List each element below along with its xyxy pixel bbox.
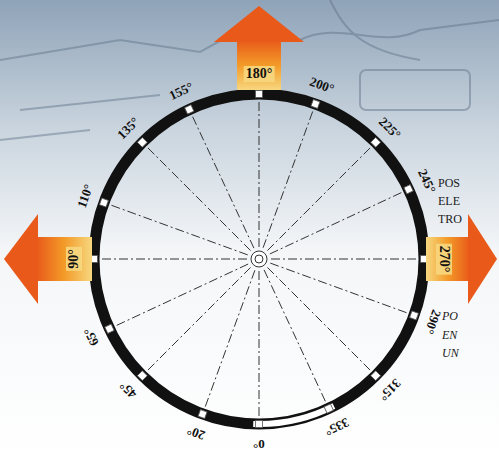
radial-line	[259, 102, 260, 247]
background-text: EN	[442, 329, 457, 341]
radial-lines	[102, 102, 416, 416]
background-text: POS	[438, 177, 460, 189]
radial-line	[267, 148, 370, 251]
direction-arrow-right	[426, 214, 497, 304]
ring-marker	[256, 421, 263, 428]
radial-line	[270, 263, 406, 313]
ring-marker	[198, 410, 207, 419]
ring-marker	[137, 371, 147, 381]
radial-line	[148, 148, 251, 251]
ring-marker	[371, 371, 381, 381]
background-text: ELE	[438, 195, 460, 207]
radial-line	[111, 205, 247, 255]
angle-label: 0°	[253, 438, 265, 451]
ring-marker	[256, 91, 263, 98]
ring-marker	[137, 137, 147, 147]
direction-arrow-top	[214, 6, 304, 90]
ring-marker	[105, 324, 114, 333]
radial-line	[193, 117, 254, 248]
machine-outline	[0, 0, 499, 140]
ring-marker	[404, 185, 413, 194]
radial-line	[102, 259, 247, 260]
center-hub	[251, 251, 267, 267]
arrow-angle-label: 180°	[244, 66, 275, 82]
radial-line	[263, 111, 313, 247]
dial-ring	[94, 94, 424, 424]
radial-line	[267, 267, 370, 370]
ring-marker	[371, 137, 381, 147]
radial-line	[117, 264, 248, 325]
ring-marker	[324, 404, 333, 413]
arrow-angle-label: 270°	[436, 244, 452, 275]
radial-line	[259, 271, 260, 416]
ring-marker	[311, 99, 320, 108]
background-text: TRO	[438, 213, 462, 225]
radial-line	[264, 270, 325, 401]
ring-markers	[91, 91, 428, 428]
ring-marker	[99, 198, 108, 207]
ring-marker	[185, 105, 194, 114]
ring-marker	[410, 311, 419, 320]
radial-line	[205, 270, 255, 406]
arrow-angle-label: 90°	[66, 247, 82, 271]
radial-line	[271, 259, 416, 260]
background-text: UN	[442, 347, 459, 359]
dial-white-segment	[253, 406, 334, 424]
background-text: PO	[442, 310, 458, 322]
direction-arrow-left	[4, 214, 92, 304]
radial-line	[148, 267, 251, 370]
radial-line	[270, 193, 401, 254]
